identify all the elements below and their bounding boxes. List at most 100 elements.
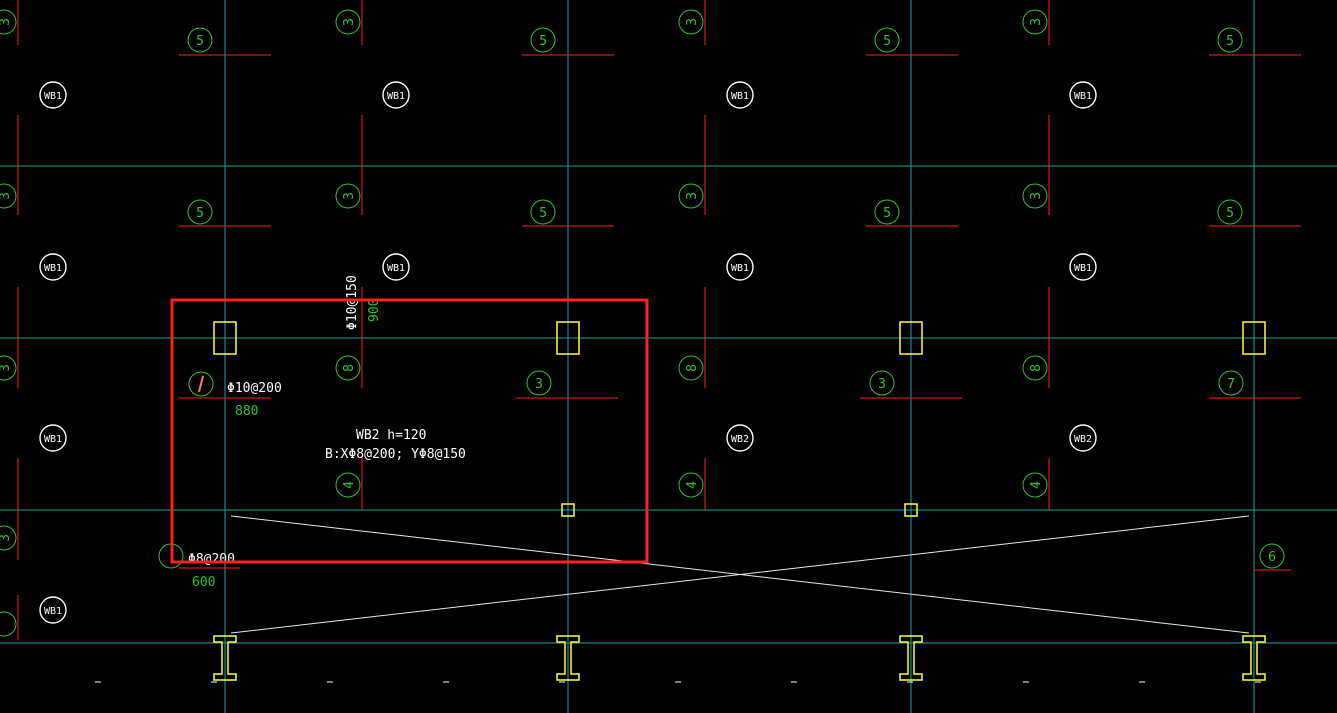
rebar-marks: 5 5 5 5 5 5 5 5 3 3 7 6 3 3 3 3 3 3 3 3 … [0,9,1285,637]
rebar-mark-label: 3 [685,192,700,200]
top-rebar-spec: Φ10@150 [345,275,360,330]
rebar-mark[interactable]: 3 [0,9,17,35]
support-rebar-horizontal [179,54,1301,571]
left-rebar-spec: Φ10@200 [227,381,282,396]
rebar-mark[interactable]: 4 [678,472,704,498]
rebar-mark[interactable]: 3 [526,370,552,396]
slab-tag-label: WB1 [387,91,405,102]
rebar-mark-label: 3 [0,534,13,542]
rebar-mark-label: 5 [883,34,891,49]
rebar-mark[interactable]: 3 [0,183,17,209]
rebar-mark[interactable]: 3 [0,355,17,381]
rebar-mark-label: 6 [1268,550,1276,565]
rebar-mark-label: 5 [539,34,547,49]
rebar-mark[interactable]: 5 [530,27,556,53]
slab-tag-wb1[interactable]: WB1 [726,81,754,109]
rebar-mark-label: 5 [1226,34,1234,49]
rebar-mark-label: 8 [685,364,700,372]
slab-tag-label: WB1 [1074,91,1092,102]
small-column[interactable] [561,503,575,517]
rebar-mark[interactable]: 3 [335,9,361,35]
rebar-mark-label: 3 [342,192,357,200]
rebar-mark[interactable]: 5 [874,27,900,53]
rebar-mark-label: 3 [0,364,13,372]
small-column[interactable] [904,503,918,517]
rebar-mark[interactable]: 3 [1022,183,1048,209]
rebar-mark-label: 3 [1029,18,1044,26]
rebar-mark[interactable]: 6 [1259,543,1285,569]
slab-tag-wb1[interactable]: WB1 [726,253,754,281]
slab-tag-wb1[interactable]: WB1 [382,253,410,281]
rebar-mark[interactable]: 5 [187,199,213,225]
rebar-mark[interactable]: 5 [187,27,213,53]
column-rect[interactable] [899,321,923,355]
slab-tag-wb1[interactable]: WB1 [1069,81,1097,109]
rebar-mark[interactable]: 3 [869,370,895,396]
slab-tags: WB1 WB1 WB1 WB1 WB1 WB1 WB1 WB1 WB1 WB2 … [39,81,1097,624]
slab-tag-wb1[interactable]: WB1 [39,424,67,452]
rebar-mark-label: 4 [1029,481,1044,489]
slab-tag-label: WB1 [731,91,749,102]
rebar-mark[interactable]: 3 [678,9,704,35]
support-rebar-vertical [17,0,1050,640]
rebar-mark[interactable]: 4 [1022,472,1048,498]
slab-tag-wb2[interactable]: WB2 [726,424,754,452]
rebar-mark-label: 8 [342,364,357,372]
rebar-mark-label: 5 [196,206,204,221]
bottom-rebar-length: 600 [192,575,215,590]
rebar-mark[interactable]: 8 [1022,355,1048,381]
rebar-mark[interactable]: 5 [1217,27,1243,53]
slab-tag-label: WB1 [1074,263,1092,274]
rebar-mark-label: 3 [1029,192,1044,200]
rebar-mark-label: 3 [535,377,543,392]
top-rebar-length: 900 [367,299,382,322]
column-rect[interactable] [1242,321,1266,355]
i-section-column[interactable] [556,635,580,681]
slab-tag-wb1[interactable]: WB1 [382,81,410,109]
slab-tag-wb1[interactable]: WB1 [39,81,67,109]
column-rect[interactable] [213,321,237,355]
slab-tag-wb1[interactable]: WB1 [39,596,67,624]
rebar-mark[interactable]: 3 [1022,9,1048,35]
slab-tag-label: WB1 [44,91,62,102]
rebar-mark[interactable]: 5 [874,199,900,225]
slab-title: WB2 h=120 [356,428,426,443]
rebar-mark[interactable]: 5 [530,199,556,225]
rebar-mark-partial[interactable] [188,371,214,397]
rebar-mark[interactable]: 4 [335,472,361,498]
rebar-mark[interactable]: 3 [678,183,704,209]
slab-tag-label: WB1 [387,263,405,274]
rebar-mark[interactable]: 3 [0,525,17,551]
rebar-mark[interactable]: 8 [335,355,361,381]
slab-tag-label: WB1 [44,263,62,274]
rebar-mark[interactable]: 3 [335,183,361,209]
rebar-mark-label: 3 [878,377,886,392]
selection-highlight[interactable] [170,298,649,564]
bottom-rebar-spec: Φ8@200 [188,552,235,567]
column-rect[interactable] [556,321,580,355]
rebar-mark-label: 8 [1029,364,1044,372]
i-section-column[interactable] [213,635,237,681]
slab-tag-wb1[interactable]: WB1 [1069,253,1097,281]
rebar-mark[interactable]: 8 [678,355,704,381]
rebar-mark[interactable]: 5 [1217,199,1243,225]
i-section-column[interactable] [899,635,923,681]
slab-tag-wb2[interactable]: WB2 [1069,424,1097,452]
rebar-mark[interactable]: 7 [1218,370,1244,396]
rebar-mark-label: 3 [342,18,357,26]
rebar-mark-label: 5 [539,206,547,221]
rebar-mark-partial[interactable] [0,611,17,637]
rebar-mark-label: 3 [0,18,13,26]
rebar-mark-label: 5 [883,206,891,221]
left-rebar-length: 880 [235,404,258,419]
slab-tag-wb1[interactable]: WB1 [39,253,67,281]
slab-tag-label: WB1 [44,606,62,617]
rebar-mark-label: 4 [342,481,357,489]
rebar-mark-label: 5 [196,34,204,49]
opening-cross [230,515,1250,634]
cross-line [230,515,1250,634]
columns [213,321,1266,681]
i-section-column[interactable] [1242,635,1266,681]
rebar-mark-label: 4 [685,481,700,489]
